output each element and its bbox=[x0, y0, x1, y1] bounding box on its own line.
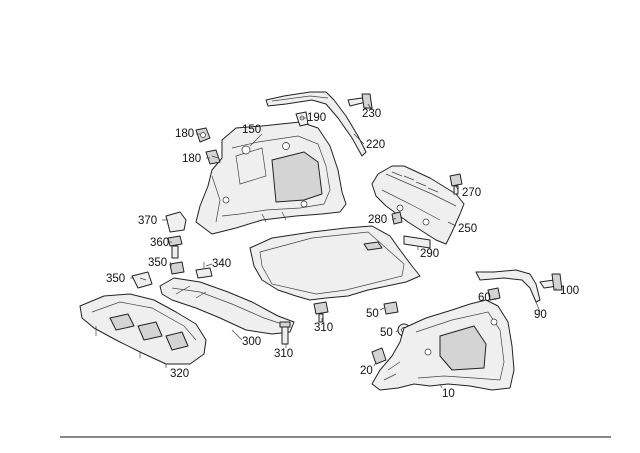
callout-230: 230 bbox=[362, 108, 381, 120]
callout-340: 340 bbox=[212, 258, 231, 270]
right-window-trim-strip bbox=[475, 269, 541, 303]
clip-20 bbox=[371, 347, 387, 365]
clip-350-upper bbox=[169, 261, 185, 275]
callout-300: 300 bbox=[242, 336, 261, 348]
rear-window-trim-strip bbox=[265, 91, 367, 157]
clip-180-upper bbox=[195, 127, 211, 143]
callout-250: 250 bbox=[458, 223, 477, 235]
clip-60 bbox=[487, 287, 501, 301]
callout-360: 360 bbox=[150, 237, 169, 249]
callout-100: 100 bbox=[560, 285, 579, 297]
clip-310-right bbox=[313, 301, 329, 323]
label-plate-290 bbox=[403, 235, 431, 249]
callout-190: 190 bbox=[307, 112, 326, 124]
callout-280: 280 bbox=[368, 214, 387, 226]
right-side-trim-panel bbox=[371, 299, 515, 391]
callout-20: 20 bbox=[360, 365, 373, 377]
callout-310-right: 310 bbox=[314, 322, 333, 334]
callout-50-lower: 50 bbox=[380, 327, 393, 339]
callout-150: 150 bbox=[242, 124, 261, 136]
leader-lines bbox=[130, 103, 557, 389]
clip-230 bbox=[347, 93, 373, 109]
left-lower-trim-300 bbox=[159, 277, 295, 335]
clip-100 bbox=[539, 273, 563, 291]
callout-270: 270 bbox=[462, 187, 481, 199]
bolt-360 bbox=[167, 235, 183, 259]
callout-60: 60 bbox=[478, 292, 491, 304]
trim-strip-190 bbox=[295, 111, 309, 127]
callout-350-lower: 350 bbox=[106, 273, 125, 285]
clip-180-lower bbox=[205, 149, 221, 165]
storage-box-320 bbox=[79, 293, 207, 368]
callout-labels: 10 20 50 50 60 90 100 150 180 180 190 22… bbox=[106, 108, 579, 400]
cap-370 bbox=[165, 211, 187, 233]
clip-280 bbox=[391, 211, 403, 225]
callout-50-upper: 50 bbox=[366, 308, 379, 320]
callout-350-upper: 350 bbox=[148, 257, 167, 269]
rear-panel-cover bbox=[371, 165, 465, 245]
callout-320: 320 bbox=[170, 368, 189, 380]
callout-10: 10 bbox=[442, 388, 455, 400]
callout-220: 220 bbox=[366, 139, 385, 151]
callout-180-upper: 180 bbox=[175, 128, 194, 140]
trunk-floor-mat bbox=[249, 225, 421, 301]
clip-270 bbox=[449, 173, 463, 195]
left-side-trim-panel bbox=[195, 121, 347, 235]
callout-370: 370 bbox=[138, 215, 157, 227]
clip-50-upper bbox=[383, 301, 399, 315]
callout-180-lower: 180 bbox=[182, 153, 201, 165]
clip-350-lower bbox=[131, 271, 153, 289]
screw-310-left bbox=[279, 321, 291, 345]
callout-310-left: 310 bbox=[274, 348, 293, 360]
clip-340 bbox=[195, 262, 213, 279]
callout-290: 290 bbox=[420, 248, 439, 260]
callout-90: 90 bbox=[534, 309, 547, 321]
